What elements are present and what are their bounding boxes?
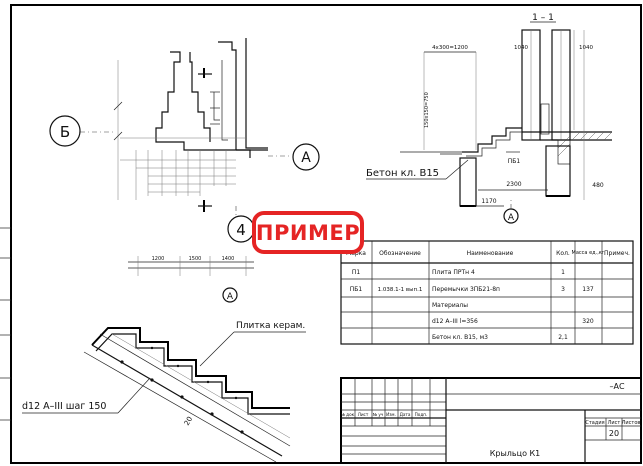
dim-mid-left: 1040 bbox=[514, 45, 528, 51]
section-1-1: 1 – 1 4x300=1200 1 bbox=[366, 13, 613, 224]
dim-1170: 1170 bbox=[481, 198, 496, 205]
title-block: –АС № док. Лист № уч Изм. Дата Подп. Ста… bbox=[340, 377, 642, 464]
spec-cell: Материалы bbox=[432, 302, 468, 309]
spec-header-qty: Кол. bbox=[556, 250, 570, 257]
dim-right-height: 1040 bbox=[579, 45, 593, 51]
tb-sheets-label: Листов bbox=[622, 420, 641, 426]
spec-header-note: Примеч. bbox=[604, 250, 630, 257]
dim-step-run: 4x300=1200 bbox=[432, 45, 468, 51]
spec-cell: П1 bbox=[352, 269, 361, 276]
spec-cell: Плита ПРТн 4 bbox=[432, 269, 475, 276]
tb-col-date: Дата bbox=[400, 412, 411, 417]
spec-table bbox=[340, 240, 634, 345]
rebar-label: d12 А–III шаг 150 bbox=[22, 401, 106, 412]
tb-title: Крыльцо К1 bbox=[490, 449, 541, 458]
tb-col-sign: Подп. bbox=[415, 412, 428, 417]
spec-cell: d12 А–III l=356 bbox=[432, 318, 478, 325]
step-detail: Плитка керам. d12 А–III шаг 150 20 bbox=[22, 321, 306, 463]
spec-table-rows: П1 Плита ПРТн 4 1 ПБ1 1.038.1-1 вып.1 Пе… bbox=[350, 269, 594, 341]
bottom-dim-2: 1500 bbox=[189, 256, 202, 262]
tb-col-sheet: Лист bbox=[358, 412, 369, 417]
spec-cell: 137 bbox=[582, 286, 594, 293]
spec-cell: 1.038.1-1 вып.1 bbox=[378, 287, 423, 293]
spec-header-designation: Обозначение bbox=[379, 250, 421, 257]
axis-bubble-b: Б bbox=[49, 115, 81, 147]
spec-cell: Бетон кл. В15, м3 bbox=[432, 334, 488, 341]
spec-cell: Перемычки 3ПБ21-8п bbox=[432, 286, 500, 293]
axis-bubble-4: 4 bbox=[227, 215, 255, 243]
dim-2300: 2300 bbox=[506, 181, 521, 188]
spec-table-headers: Марка Обозначение Наименование Кол. Масс… bbox=[346, 250, 630, 257]
concrete-label: Бетон кл. В15 bbox=[366, 168, 439, 179]
slope-dim: 20 bbox=[183, 415, 194, 427]
tb-col-izm: Изм. bbox=[386, 412, 396, 417]
axis-label-a: А bbox=[301, 150, 311, 166]
bottom-dim-1: 1200 bbox=[152, 256, 165, 262]
bottom-plan-dims: 1200 1500 1400 А bbox=[128, 256, 254, 303]
tb-col-doc: № док. bbox=[340, 412, 355, 417]
spec-cell: 320 bbox=[582, 318, 594, 325]
axis-label-4: 4 bbox=[236, 221, 246, 239]
axis-label-a-section: А bbox=[508, 213, 515, 223]
spec-header-name: Наименование bbox=[467, 250, 514, 257]
dim-480: 480 bbox=[592, 182, 604, 189]
bottom-dim-3: 1400 bbox=[222, 256, 235, 262]
tb-sheet-number: 20 bbox=[609, 429, 619, 438]
tb-col-uch: № уч bbox=[373, 412, 384, 417]
spec-header-mark: Марка bbox=[346, 250, 366, 257]
tile-label: Плитка керам. bbox=[236, 321, 305, 331]
spec-cell: ПБ1 bbox=[350, 286, 363, 293]
spec-cell: 1 bbox=[561, 269, 565, 276]
axis-bubble-a: А bbox=[292, 143, 320, 171]
spec-header-mass: Масса ед.,кг bbox=[572, 250, 605, 256]
tb-stage-label: Стадия bbox=[585, 420, 604, 426]
plan-view bbox=[80, 38, 292, 218]
stamp-text: ПРИМЕР bbox=[255, 220, 361, 245]
axis-label-a-bottom: А bbox=[227, 292, 234, 302]
example-stamp: ПРИМЕР bbox=[252, 211, 364, 254]
doc-code: –АС bbox=[609, 382, 624, 391]
axis-label-b: Б bbox=[60, 123, 70, 141]
mark-pb1: ПБ1 bbox=[508, 158, 521, 165]
left-margin-ticks bbox=[0, 227, 11, 421]
dim-vertical-small: 150x150=750 bbox=[424, 92, 430, 128]
tb-sheet-label: Лист bbox=[608, 420, 621, 426]
spec-cell: 2,1 bbox=[558, 334, 568, 341]
spec-cell: 3 bbox=[561, 286, 565, 293]
section-title: 1 – 1 bbox=[532, 13, 554, 23]
sheet-frame bbox=[10, 4, 642, 464]
